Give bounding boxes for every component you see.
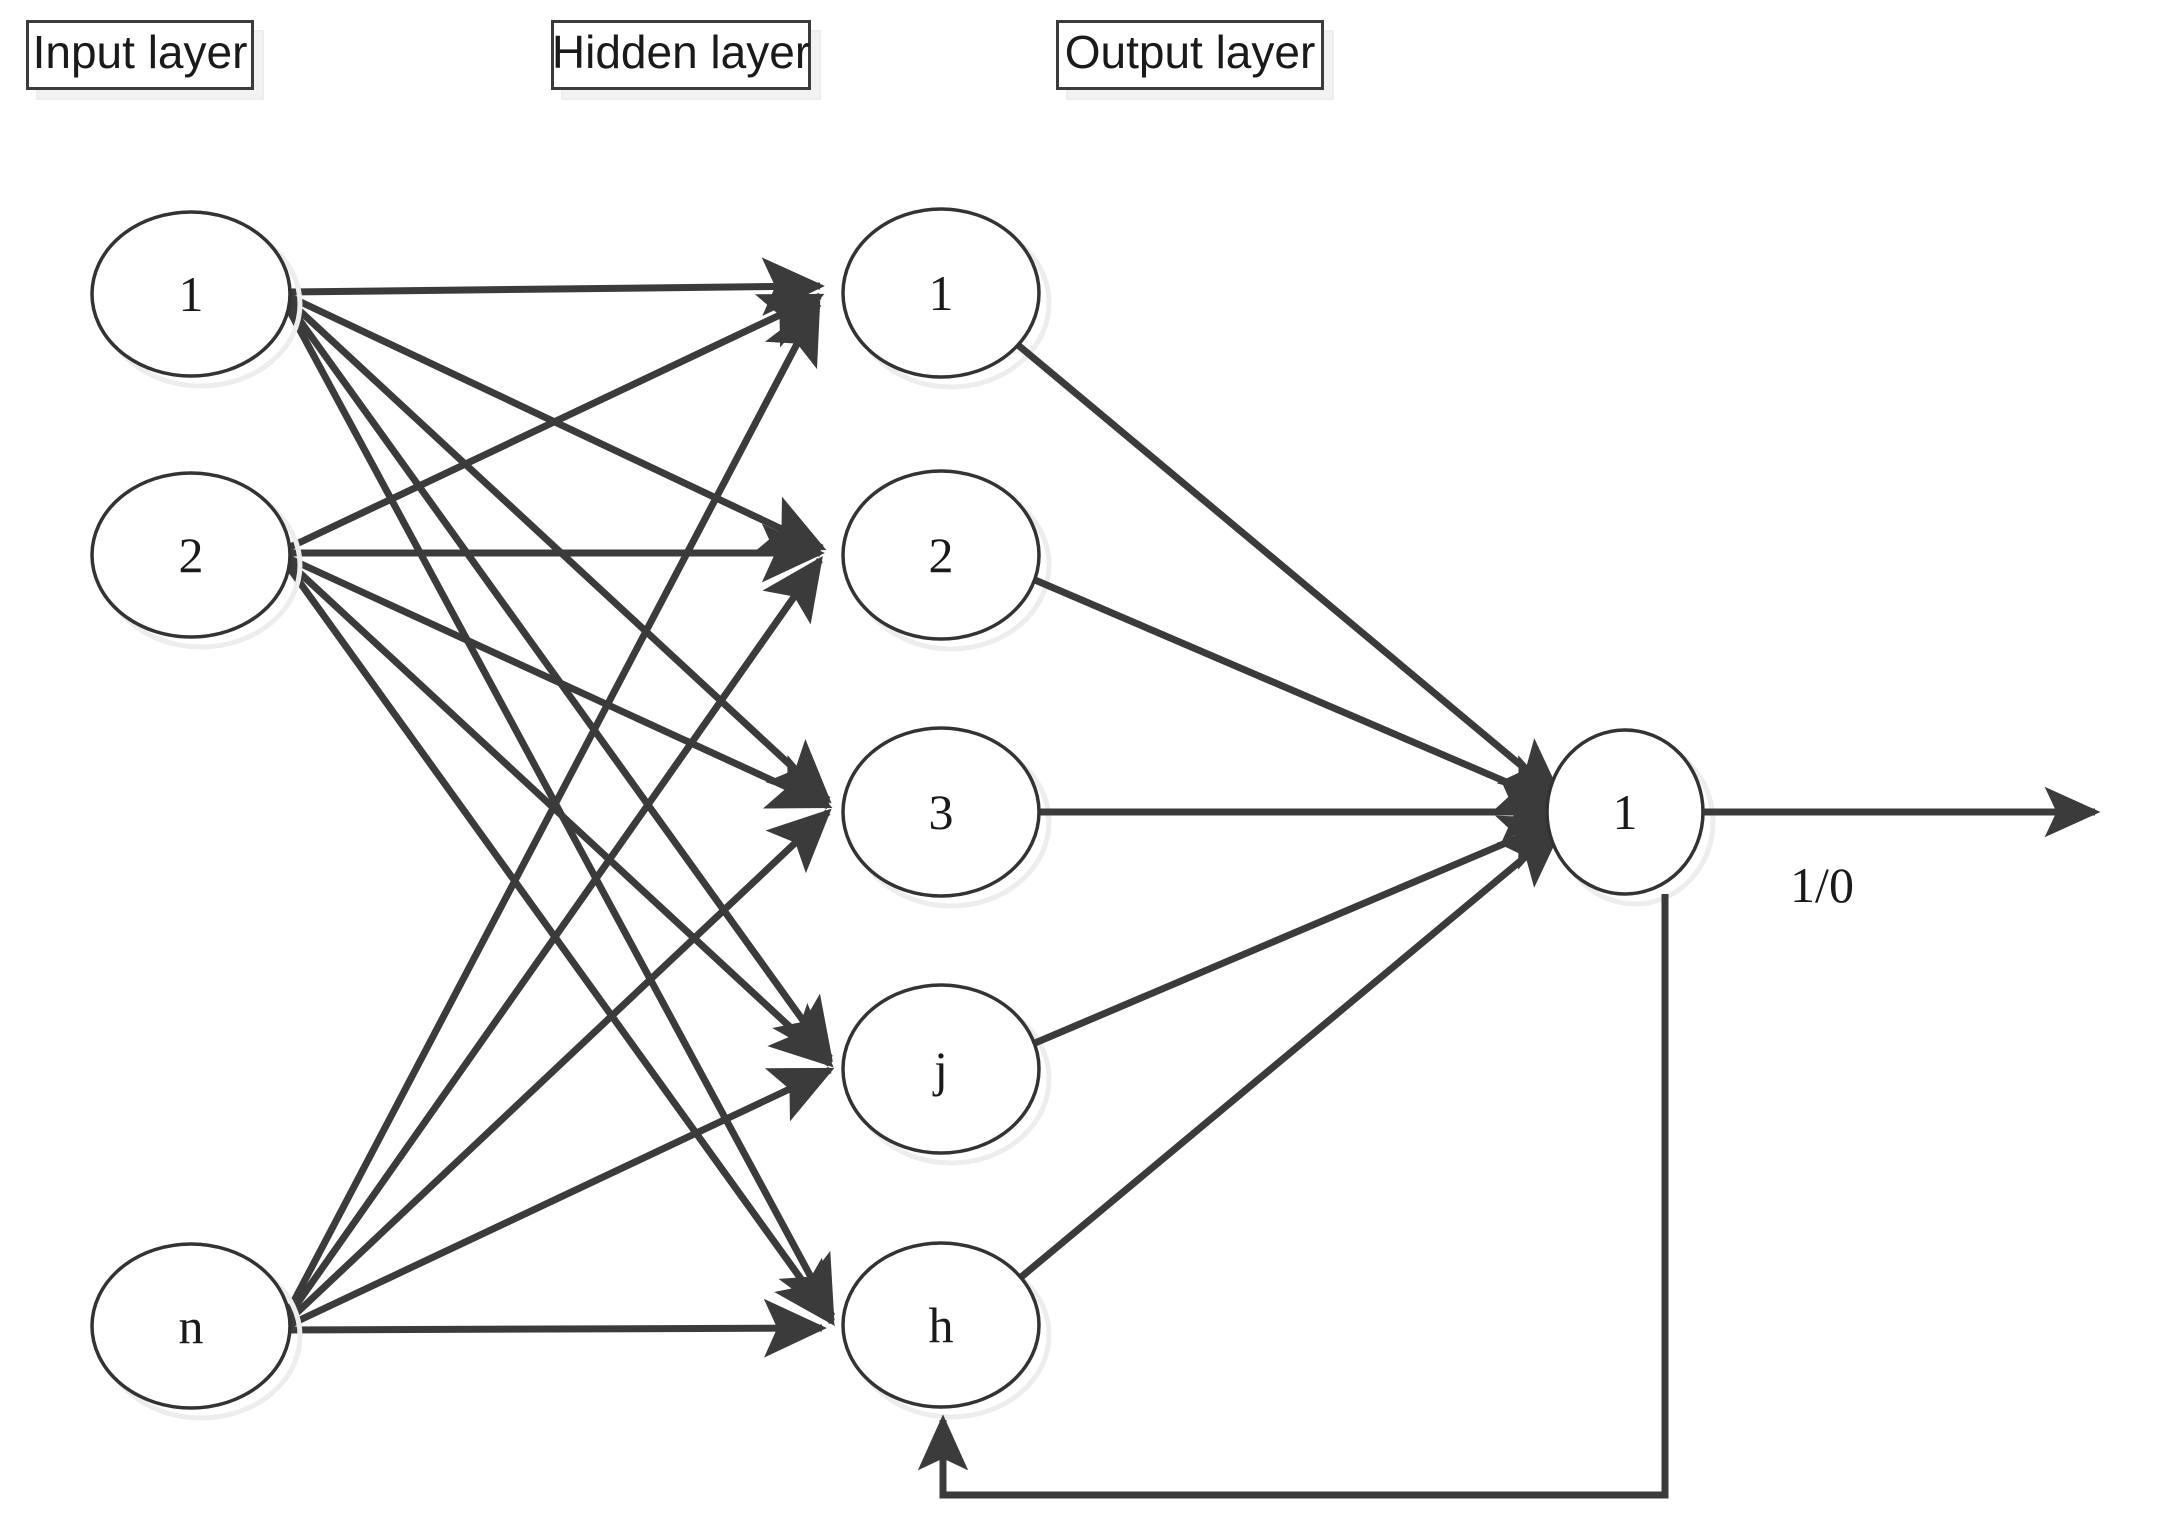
node-label-hidden-2: 2 — [928, 527, 954, 583]
node-hidden-3[interactable] — [841, 726, 1041, 898]
edge-hid2-out1 — [1033, 576, 1565, 810]
layer-label-input-text: Input layer — [32, 26, 248, 78]
layer-label-hidden-text: Hidden layer — [551, 26, 811, 78]
feedback-path — [917, 894, 1669, 1499]
edges-hidden-to-output — [1015, 342, 1565, 1281]
node-label-input-n: n — [178, 1298, 204, 1354]
edge-inn-hidh — [284, 1298, 827, 1358]
node-input-2[interactable] — [90, 471, 292, 639]
edge-in2-hid1 — [286, 292, 825, 552]
node-label-hidden-j: j — [934, 1041, 948, 1097]
edge-in2-hidj — [285, 559, 834, 1068]
edge-hidh-out1 — [1017, 824, 1564, 1281]
edge-inn-hid2 — [282, 555, 823, 1324]
node-label-input-2: 2 — [178, 527, 204, 583]
node-hidden-j[interactable] — [841, 983, 1041, 1155]
node-hidden-1[interactable] — [841, 207, 1041, 379]
output-value-label: 1/0 — [1790, 857, 1854, 913]
edge-hidj-out1 — [1033, 815, 1565, 1047]
node-input-1[interactable] — [90, 210, 292, 378]
node-label-input-1: 1 — [178, 266, 204, 322]
node-input-n[interactable] — [90, 1242, 292, 1410]
edge-inn-hidj — [283, 1066, 835, 1331]
layer-label-hidden: Hidden layer — [551, 20, 811, 90]
edge-inn-hid1 — [281, 299, 822, 1320]
node-hidden-h[interactable] — [841, 1241, 1041, 1409]
layer-label-input: Input layer — [26, 20, 254, 90]
node-hidden-2[interactable] — [841, 469, 1041, 641]
nodes — [90, 207, 1705, 1410]
edge-inn-hid3 — [282, 808, 832, 1327]
node-label-hidden-h: h — [928, 1297, 954, 1353]
node-label-hidden-3: 3 — [928, 784, 954, 840]
node-label-hidden-1: 1 — [928, 265, 954, 321]
layer-label-output: Output layer — [1056, 20, 1324, 90]
feedback-loop — [917, 894, 1669, 1499]
edge-in1-hid1 — [287, 257, 825, 317]
layer-label-output-text: Output layer — [1064, 26, 1316, 78]
edge-hid1-out1 — [1015, 342, 1564, 802]
edge-in2-hidh — [285, 563, 835, 1326]
edge-in2-hid3 — [286, 554, 833, 810]
node-label-output-1: 1 — [1612, 784, 1638, 840]
edges-input-to-hidden — [281, 257, 836, 1358]
